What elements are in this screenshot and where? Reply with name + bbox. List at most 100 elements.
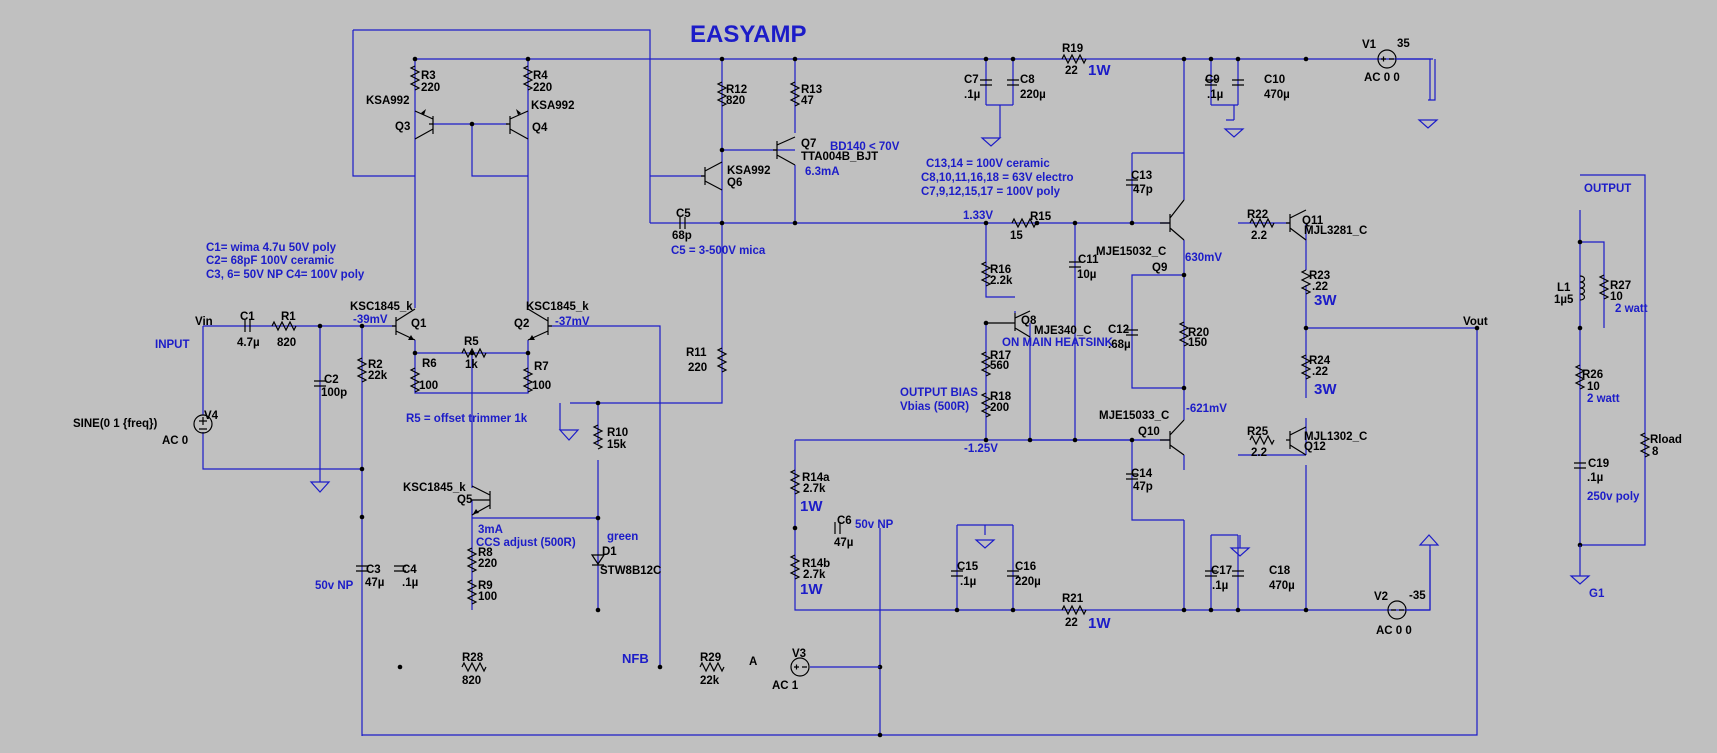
v2-name: V2 — [1374, 591, 1388, 603]
note-ccs-a: 3mA — [478, 524, 503, 536]
note-caps-a: C1= wima 4.7u 50V poly — [206, 242, 337, 254]
c9-value: .1µ — [1207, 89, 1223, 101]
c14-value: 47p — [1133, 481, 1153, 493]
r24-name: R24 — [1309, 355, 1331, 367]
c19-value: .1µ — [1587, 472, 1603, 484]
q11-name: Q11 — [1302, 215, 1324, 227]
q4-name: Q4 — [532, 122, 548, 134]
v3-ac: AC 1 — [772, 680, 799, 692]
r14b-name: R14b — [802, 558, 830, 570]
c10-name: C10 — [1264, 74, 1285, 86]
note-caps-f: C7,9,12,15,17 = 100V poly — [921, 186, 1061, 198]
transistor-symbols — [392, 109, 1307, 516]
r9-name: R9 — [478, 580, 493, 592]
r1-value: 820 — [277, 337, 296, 349]
note-c5: C5 = 3-500V mica — [671, 245, 766, 257]
note-caps-b: C2= 68pF 100V ceramic — [206, 255, 335, 267]
r13-name: R13 — [801, 84, 822, 96]
r19-value: 22 — [1065, 65, 1078, 77]
c15-name: C15 — [957, 561, 979, 573]
r2-value: 22k — [368, 370, 388, 382]
q7-name: Q7 — [801, 138, 816, 150]
r4-name: R4 — [533, 70, 548, 82]
r16-name: R16 — [990, 264, 1011, 276]
q8-model: MJE340_C — [1034, 325, 1092, 337]
r9-value: 100 — [478, 591, 497, 603]
reading-q10-emitter: -621mV — [1186, 403, 1227, 415]
r29-value: 22k — [700, 675, 720, 687]
q2-model: KSC1845_k — [526, 301, 589, 313]
net-label-output: OUTPUT — [1584, 183, 1631, 195]
c11-name: C11 — [1078, 254, 1099, 266]
c12-name: C12 — [1108, 324, 1129, 336]
net-label-vout: Vout — [1463, 316, 1488, 328]
note-r14b-watt: 1W — [800, 581, 823, 598]
c1-value: 4.7µ — [237, 337, 260, 349]
note-bias-b: Vbias (500R) — [900, 401, 969, 413]
c17-value: .1µ — [1212, 580, 1228, 592]
v1-value: 35 — [1397, 38, 1410, 50]
net-label-input: INPUT — [155, 339, 190, 351]
net-label-vin: Vin — [195, 316, 213, 328]
net-label-nfb: NFB — [622, 651, 649, 666]
r23-value: .22 — [1312, 281, 1328, 293]
c7-name: C7 — [964, 74, 979, 86]
note-r26-watt: 2 watt — [1587, 393, 1620, 405]
r24-value: .22 — [1312, 366, 1328, 378]
note-r21-watt: 1W — [1088, 615, 1111, 632]
r7-name: R7 — [534, 361, 549, 373]
capacitor-symbols — [244, 79, 1586, 577]
q1-model: KSC1845_k — [350, 301, 413, 313]
r22-value: 2.2 — [1251, 230, 1267, 242]
reading-q7-current: 6.3mA — [805, 166, 840, 178]
c18-value: 470µ — [1269, 580, 1295, 592]
note-caps-c: C3, 6= 50V NP C4= 100V poly — [206, 269, 365, 281]
q6-model: KSA992 — [727, 165, 770, 177]
r8-value: 220 — [478, 558, 497, 570]
r19-name: R19 — [1062, 43, 1083, 55]
r14b-value: 2.7k — [803, 569, 826, 581]
r17-value: 560 — [990, 360, 1009, 372]
reading-q10-base: -1.25V — [964, 443, 998, 455]
q7-model: TTA004B_BJT — [801, 151, 878, 163]
q4-model: KSA992 — [531, 100, 574, 112]
note-r14a-watt: 1W — [800, 498, 823, 515]
r26-name: R26 — [1582, 369, 1603, 381]
r29-name: R29 — [700, 652, 721, 664]
c7-value: .1µ — [964, 89, 980, 101]
note-heatsink: ON MAIN HEATSINK — [1002, 337, 1114, 349]
c6-value: 47µ — [834, 537, 853, 549]
r21-name: R21 — [1062, 593, 1084, 605]
r11-value: 220 — [688, 362, 707, 374]
c17-name: C17 — [1211, 565, 1232, 577]
reading-q2-base: -37mV — [555, 316, 590, 328]
r6-value: 100 — [419, 380, 438, 392]
r12-name: R12 — [726, 84, 747, 96]
r3-value: 220 — [421, 82, 440, 94]
q10-model: MJE15033_C — [1099, 410, 1169, 422]
note-q7: BD140 < 70V — [830, 141, 900, 153]
r10-name: R10 — [607, 427, 628, 439]
led-symbol — [590, 554, 606, 566]
c4-name: C4 — [402, 564, 417, 576]
r16-value: 2.2k — [990, 275, 1013, 287]
note-caps-e: C8,10,11,16,18 = 63V electro — [921, 172, 1074, 184]
v1-ac: AC 0 0 — [1364, 72, 1400, 84]
r22-name: R22 — [1247, 209, 1268, 221]
r25-name: R25 — [1247, 426, 1269, 438]
v3-name: V3 — [792, 648, 806, 660]
c14-name: C14 — [1131, 468, 1153, 480]
r6-name: R6 — [422, 358, 437, 370]
note-green: green — [607, 531, 638, 543]
note-r23-watt: 3W — [1314, 292, 1337, 309]
note-r19-watt: 1W — [1088, 62, 1111, 79]
c3-name: C3 — [366, 564, 381, 576]
r4-value: 220 — [533, 82, 552, 94]
net-label-g1: G1 — [1589, 588, 1605, 600]
c6-name: C6 — [837, 515, 852, 527]
net-label-a: A — [749, 656, 757, 668]
c1-name: C1 — [240, 311, 255, 323]
c8-value: 220µ — [1020, 89, 1046, 101]
q3-model: KSA992 — [366, 95, 409, 107]
